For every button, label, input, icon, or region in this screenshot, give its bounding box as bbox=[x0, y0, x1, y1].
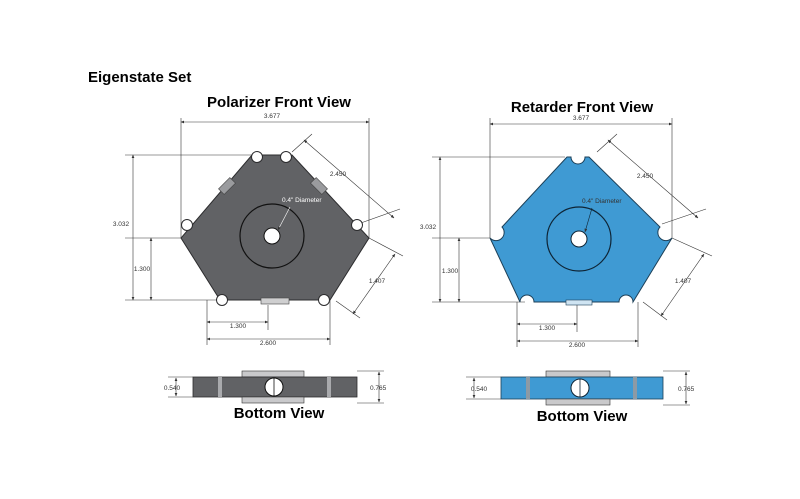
center-bore bbox=[570, 230, 588, 248]
mount-hole bbox=[251, 151, 263, 163]
retarder-front-title: Retarder Front View bbox=[510, 99, 654, 116]
dim-width-label: 3.677 bbox=[264, 113, 281, 120]
bottom-bottom-tab bbox=[545, 398, 611, 406]
mount-hole bbox=[216, 294, 228, 306]
dim-bore-label: 0.4" Diameter bbox=[582, 198, 622, 205]
polarizer-bottom-title: Bottom View bbox=[233, 405, 325, 422]
dim-side-depth-label: 1.407 bbox=[369, 278, 386, 285]
retarder-front-view: 3.677 3.032 1.300 2.450 1.407 1.300 2.60… bbox=[420, 115, 713, 349]
dim-half-base-label: 1.300 bbox=[539, 325, 556, 332]
bottom-slot bbox=[327, 377, 331, 397]
dim-side-depth-line bbox=[352, 253, 396, 315]
dim-side-line bbox=[303, 139, 395, 219]
bottom-bottom-tab bbox=[241, 396, 305, 404]
center-ring bbox=[546, 206, 612, 272]
tab bbox=[260, 297, 290, 305]
tab bbox=[310, 177, 328, 195]
dim-half-base-label: 1.300 bbox=[230, 323, 247, 330]
dim-height-label: 3.032 bbox=[113, 221, 130, 228]
dim-base-label: 2.600 bbox=[260, 340, 277, 347]
bottom-slot bbox=[526, 377, 530, 399]
polarizer-front-title: Polarizer Front View bbox=[207, 94, 351, 111]
bottom-slot bbox=[218, 377, 222, 397]
dim-lower-height-label: 1.300 bbox=[134, 266, 151, 273]
bottom-slot bbox=[633, 377, 637, 399]
retarder-body bbox=[489, 156, 673, 304]
tab bbox=[565, 299, 593, 306]
center-bore bbox=[263, 227, 281, 245]
dim-bore-label: 0.4" Diameter bbox=[282, 197, 322, 204]
dim-lower-height-label: 1.300 bbox=[442, 268, 459, 275]
retarder-bottom-title: Bottom View bbox=[536, 408, 628, 425]
set-title: Eigenstate Set bbox=[88, 69, 192, 86]
center-ring bbox=[239, 203, 305, 269]
bottom-top-tab bbox=[545, 370, 611, 378]
polarizer-front-view: 3.677 3.032 1.300 2.450 1.407 1.300 2.60… bbox=[113, 113, 404, 347]
dim-side-line bbox=[607, 139, 699, 219]
mount-hole bbox=[351, 219, 363, 231]
dim-thickness-label: 0.765 bbox=[678, 386, 695, 393]
mount-hole bbox=[318, 294, 330, 306]
dim-base-label: 2.600 bbox=[569, 342, 586, 349]
dim-thickness-inner-label: 0.540 bbox=[471, 386, 488, 393]
dim-side-depth-line bbox=[660, 253, 705, 317]
dim-side-depth-label: 1.407 bbox=[675, 278, 692, 285]
dim-width-label: 3.677 bbox=[573, 115, 590, 122]
dim-side-label: 2.450 bbox=[637, 173, 654, 180]
retarder-bottom-view: 0.540 0.765 bbox=[466, 370, 695, 406]
dim-height-label: 3.032 bbox=[420, 224, 437, 231]
polarizer-bottom-view: 0.540 0.765 bbox=[164, 370, 387, 404]
mount-hole bbox=[280, 151, 292, 163]
bottom-top-tab bbox=[241, 370, 305, 378]
tab bbox=[218, 177, 236, 195]
dim-thickness-label: 0.765 bbox=[370, 385, 387, 392]
dim-side-label: 2.450 bbox=[330, 171, 347, 178]
mount-hole bbox=[181, 219, 193, 231]
dim-thickness-inner-label: 0.540 bbox=[164, 385, 181, 392]
